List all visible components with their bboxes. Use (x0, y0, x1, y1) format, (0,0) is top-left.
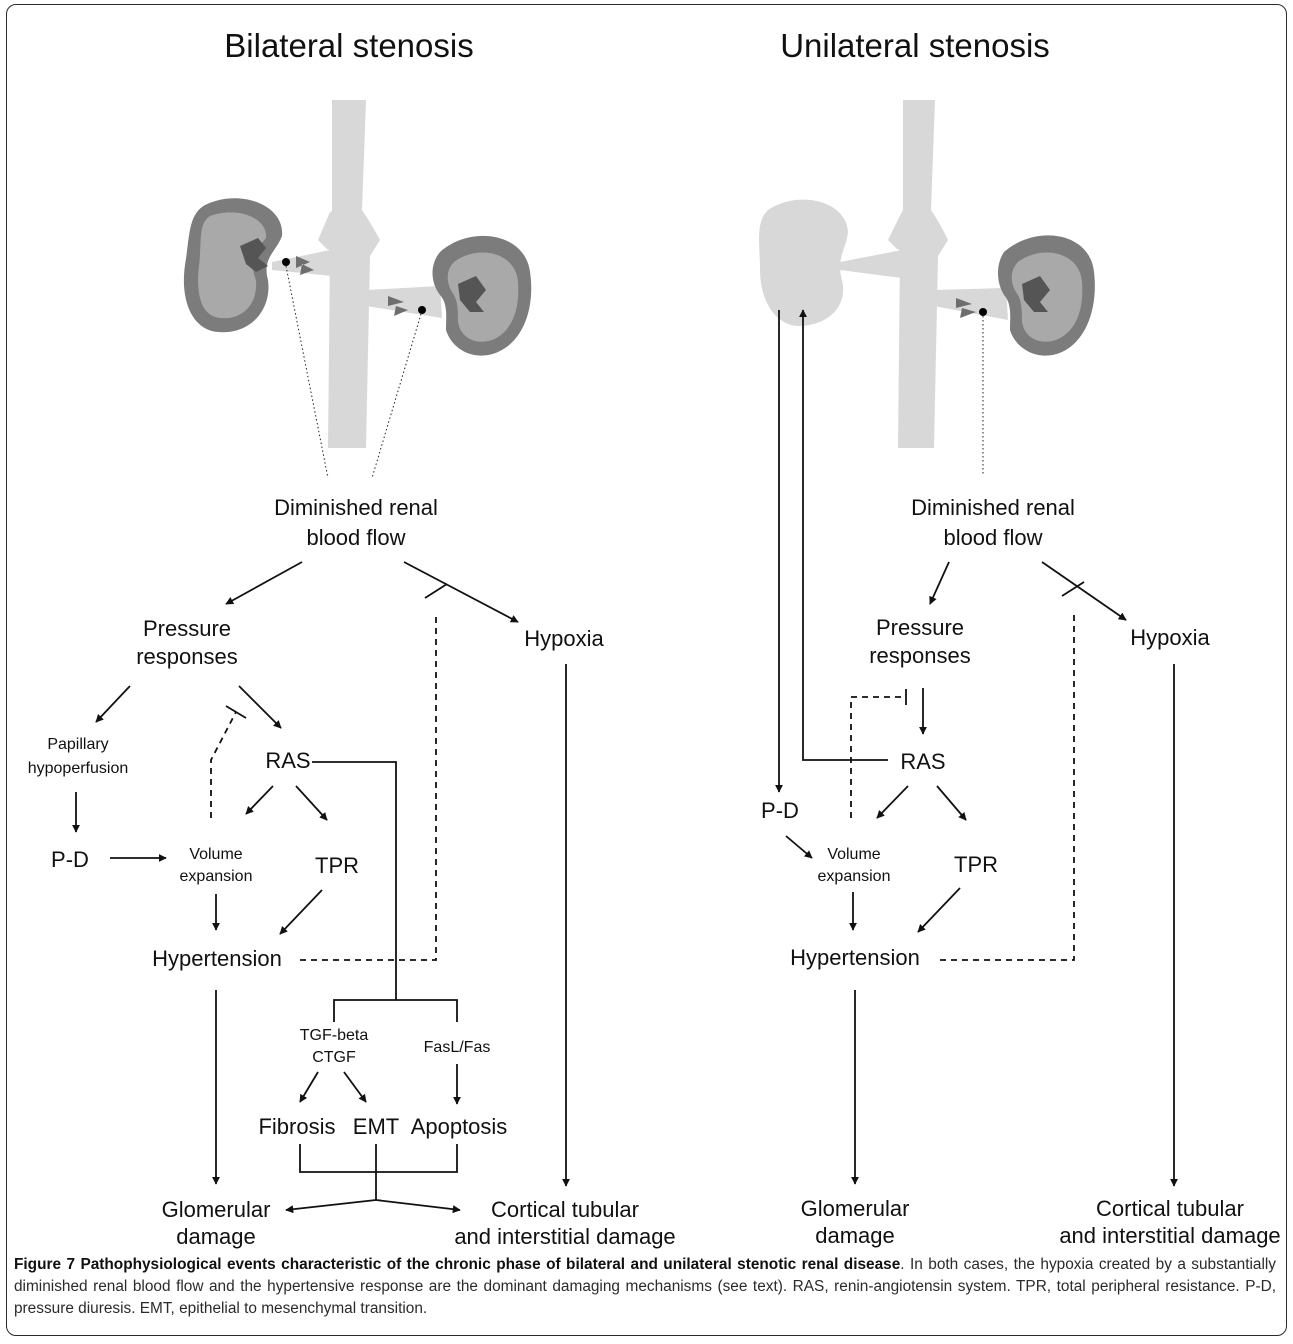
volume-expansion-label: expansion (180, 868, 253, 885)
pressure-responses-label: Pressure (876, 615, 964, 640)
cortical-damage-label: Cortical tubular (1096, 1196, 1244, 1221)
aorta-vessel (322, 100, 380, 448)
bilateral-anatomy-illustration (183, 100, 532, 479)
pressure-diuresis-label: P-D (51, 847, 89, 872)
volume-expansion-label: Volume (189, 846, 242, 863)
stenosis-mark (296, 256, 314, 275)
arrow-drbf-to-hypoxia (1041, 561, 1127, 621)
pressure-responses-label: responses (136, 644, 238, 669)
figure-caption-title: Figure 7 Pathophysiological events chara… (14, 1256, 901, 1273)
volume-expansion-label: expansion (818, 868, 891, 885)
bracket-fibrosis-apoptosis (299, 1144, 458, 1173)
vessel-branch (318, 212, 346, 250)
arrow-ras-to-volume (245, 785, 274, 815)
glomerular-damage-label: damage (815, 1223, 895, 1248)
pressure-responses-label: responses (869, 643, 971, 668)
cortical-damage-label: and interstitial damage (1059, 1223, 1280, 1248)
stenosis-mark (956, 298, 976, 318)
hypertension-label: Hypertension (790, 945, 920, 970)
hypoxia-label: Hypoxia (524, 626, 604, 651)
ras-label: RAS (900, 749, 945, 774)
arrow-tgf-to-fibrosis (299, 1071, 319, 1103)
pressure-responses-label: Pressure (143, 616, 231, 641)
ras-label: RAS (265, 748, 310, 773)
unilateral-title: Unilateral stenosis (780, 27, 1050, 64)
arrow-pressure-to-papillary (95, 685, 131, 723)
inhibition-bar (225, 705, 247, 719)
dashed-inhibition-volume-pressure (850, 696, 905, 818)
unilateral-flow-connectors (775, 309, 1178, 1187)
tpr-label: TPR (954, 852, 998, 877)
left-kidney-medulla (198, 212, 267, 319)
bilateral-flow-connectors (72, 561, 570, 1214)
emt-label: EMT (353, 1114, 399, 1139)
arrow-tgf-to-emt (343, 1071, 367, 1103)
arrow-ras-to-tpr (295, 785, 328, 821)
right-kidney-stenosis-dot (418, 306, 426, 314)
right-kidney-hilum (458, 276, 486, 312)
glomerular-damage-label: Glomerular (162, 1197, 271, 1222)
arrow-pressure-to-ras (238, 685, 282, 729)
arrow-to-cortical (375, 1199, 461, 1214)
right-kidney-medulla (1011, 252, 1083, 342)
volume-expansion-label: Volume (827, 846, 880, 863)
arrow-to-glomerular (285, 1199, 377, 1214)
stenosis-mark (388, 296, 408, 316)
papillary-hypoperfusion-label: hypoperfusion (28, 760, 129, 777)
dotted-connector (285, 265, 329, 479)
cortical-damage-label: Cortical tubular (491, 1197, 639, 1222)
aorta-vessel (892, 100, 948, 448)
left-renal-artery (840, 250, 902, 278)
right-kidney-stenosis-dot (979, 308, 987, 316)
tpr-label: TPR (315, 853, 359, 878)
diminished-renal-blood-flow-label: blood flow (943, 525, 1042, 550)
dashed-inhibition-volume-pressure (210, 711, 237, 818)
hypertension-label: Hypertension (152, 946, 282, 971)
inhibition-bar (424, 583, 448, 599)
tgf-beta-label: TGF-beta (300, 1027, 369, 1044)
left-kidney-stenosis-dot (282, 258, 290, 266)
ctgf-label: CTGF (312, 1049, 356, 1066)
glomerular-damage-label: damage (176, 1224, 256, 1249)
apoptosis-label: Apoptosis (411, 1114, 508, 1139)
glomerular-damage-label: Glomerular (801, 1196, 910, 1221)
right-kidney-medulla (447, 252, 519, 342)
figure-caption: Figure 7 Pathophysiological events chara… (14, 1254, 1276, 1320)
diagram-canvas: Bilateral stenosis Unilateral stenosis (28, 27, 1281, 1249)
fibrosis-label: Fibrosis (258, 1114, 335, 1139)
arrow-tpr-to-hypertension (917, 887, 961, 933)
unilateral-anatomy-illustration (759, 100, 1095, 476)
arrow-tpr-to-hypertension (279, 889, 323, 935)
papillary-hypoperfusion-label: Papillary (47, 736, 108, 753)
inhibition-bar (1061, 581, 1085, 597)
ras-bracket (312, 761, 397, 1000)
bilateral-title: Bilateral stenosis (224, 27, 473, 64)
arrow-drbf-to-pressure (929, 561, 950, 605)
arrow-ras-to-tpr (936, 785, 967, 821)
hypoxia-label: Hypoxia (1130, 625, 1210, 650)
left-kidney-pale (759, 199, 848, 326)
arrow-ras-to-kidney (799, 309, 888, 761)
dashed-inhibition-hypertension-flow (940, 614, 1075, 961)
dashed-inhibition-hypertension-flow (300, 616, 437, 961)
diminished-renal-blood-flow-label: blood flow (306, 525, 405, 550)
left-kidney-hilum (240, 238, 268, 272)
dotted-connector (371, 313, 422, 479)
right-kidney-hilum (1022, 276, 1050, 312)
vessel-branch (888, 212, 916, 250)
fasl-fas-label: FasL/Fas (424, 1039, 491, 1056)
cortical-damage-label: and interstitial damage (454, 1224, 675, 1249)
arrow-drbf-to-hypoxia (403, 561, 519, 623)
arrow-drbf-to-pressure (225, 561, 303, 605)
diminished-renal-blood-flow-label: Diminished renal (911, 495, 1075, 520)
arrow-pd-to-volume (785, 835, 813, 859)
ras-bracket-split (333, 999, 458, 1022)
arrow-ras-to-volume (876, 785, 909, 819)
pressure-diuresis-label: P-D (761, 798, 799, 823)
diminished-renal-blood-flow-label: Diminished renal (274, 495, 438, 520)
figure-caption-text: . In both cases, the hypoxia created by … (14, 1256, 1276, 1317)
